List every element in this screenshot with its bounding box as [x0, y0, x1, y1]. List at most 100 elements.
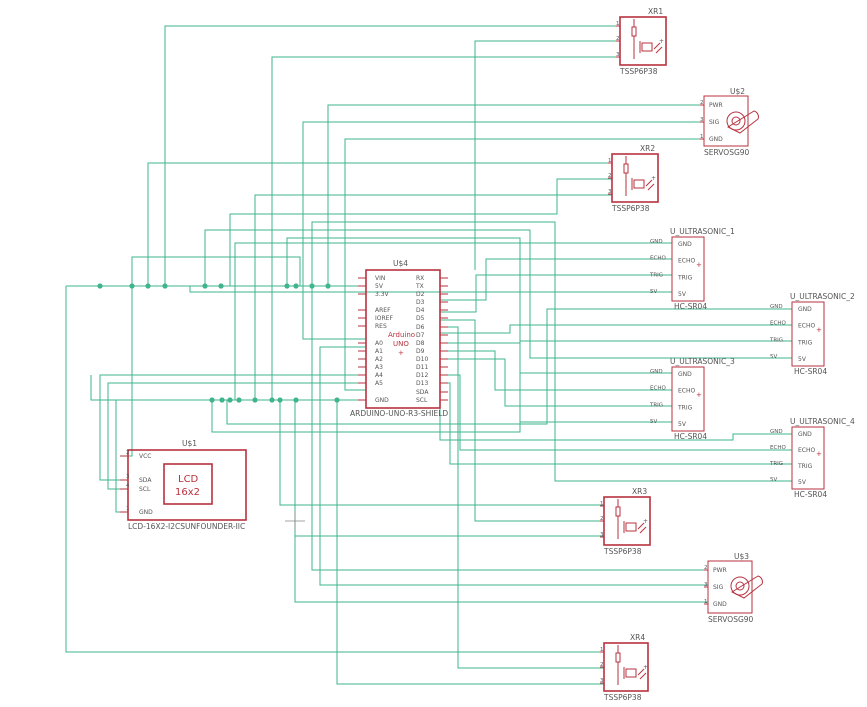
servo-pin-sig: SIG — [709, 119, 720, 126]
junction-dot — [129, 283, 135, 289]
ultrasonic-body — [671, 236, 705, 302]
ultrasonic-us2[interactable]: GNDGNDECHOECHOTRIGTRIG5V5V+U_ULTRASONIC_… — [769, 292, 855, 376]
lcd-pin-gnd: GND — [139, 509, 153, 516]
ultrasonic-name: U_ULTRASONIC_2 — [790, 292, 855, 301]
ultrasonic-value: HC-SR04 — [674, 302, 707, 311]
receiver-name: XR2 — [640, 144, 655, 153]
net-wires — [65, 25, 792, 685]
servo-pin-number: 2 — [704, 565, 708, 571]
ultrasonic-pin-echo: ECHO — [678, 258, 695, 265]
arduino-pin-a3: A3 — [375, 364, 383, 371]
servo-pin-number: 1 — [704, 599, 708, 605]
ultrasonic-sensors: GNDGNDECHOECHOTRIGTRIG5V5V+U_ULTRASONIC_… — [649, 227, 855, 499]
ultrasonic-value: HC-SR04 — [674, 432, 707, 441]
lcd-16x2-module[interactable]: LCD 16x2 U$1 LCD-16X2-I2CSUNFOUNDER-IIC … — [120, 439, 247, 531]
crosshair-cursor-icon — [285, 511, 305, 531]
ultrasonic-net-label: 5V — [650, 289, 657, 295]
servo-pin-number: 3 — [704, 582, 708, 588]
wire-us2-trig — [440, 340, 792, 344]
servo-pin-gnd: GND — [713, 601, 727, 608]
servo-horn-icon — [726, 110, 759, 134]
receiver-pin-number: 2 — [608, 173, 612, 179]
junction-dot — [145, 283, 151, 289]
servo-pin-pwr: PWR — [713, 567, 727, 574]
wire-us2-gnd — [226, 308, 792, 425]
svg-text:+: + — [659, 38, 664, 45]
arduino-uno-shield[interactable]: U$4 ARDUINO-UNO-R3-SHIELD Arduino UNO + … — [350, 259, 448, 418]
lcd-screen-line2: 16x2 — [175, 487, 200, 498]
arduino-pin-d7: D7 — [416, 332, 425, 339]
ultrasonic-value: HC-SR04 — [794, 490, 827, 499]
arduino-pin-d11: D11 — [416, 364, 428, 371]
arduino-pin-a0: A0 — [375, 340, 383, 347]
servo-axle — [735, 581, 745, 591]
arduino-pin-res: RES — [375, 323, 387, 330]
ultrasonic-net-label: 5V — [770, 477, 777, 483]
arduino-pin-d2: D2 — [416, 291, 425, 298]
servo-name: U$3 — [734, 552, 749, 561]
wire-us3-5v — [286, 237, 672, 423]
receiver-resistor — [615, 652, 621, 663]
receiver-pin-number: 3 — [608, 189, 612, 195]
arduino-pin-a5: A5 — [375, 380, 383, 387]
receiver-pin-number: 3 — [600, 678, 604, 684]
arduino-pin-a4: A4 — [375, 372, 383, 379]
junction-dot — [293, 397, 299, 403]
arduino-pin-d13: D13 — [416, 380, 428, 387]
wire-us4-5v — [311, 221, 792, 482]
ultrasonic-pin-5v: 5V — [678, 421, 687, 428]
wire-us2-5v — [204, 229, 792, 359]
receiver-pin-number: 3 — [600, 532, 604, 538]
wire-xr4-pin3 — [336, 400, 604, 685]
wire-lcd-vcc — [128, 256, 301, 457]
arduino-brand: Arduino — [388, 331, 415, 339]
arduino-pin-d10: D10 — [416, 356, 428, 363]
receiver-diode — [633, 179, 645, 189]
ultrasonic-us3[interactable]: GNDGNDECHOECHOTRIGTRIG5V5V+U_ULTRASONIC_… — [649, 357, 735, 441]
ultrasonic-us4[interactable]: GNDGNDECHOECHOTRIGTRIG5V5V+U_ULTRASONIC_… — [769, 417, 855, 499]
arduino-pin-ioref: IOREF — [375, 315, 393, 322]
arduino-brand-model: UNO — [393, 340, 409, 348]
svg-text:+: + — [651, 175, 656, 182]
servo-axle — [731, 116, 741, 126]
arduino-pin-sda: SDA — [416, 389, 429, 396]
ultrasonic-net-label: ECHO — [770, 321, 786, 327]
servo-pin-number: 1 — [700, 134, 704, 140]
arduino-pin-rx: RX — [416, 275, 424, 282]
arduino-pin-aref: AREF — [375, 307, 391, 314]
servo-pin-number: 2 — [700, 100, 704, 106]
lcd-pin-sda: SDA — [139, 477, 152, 484]
receiver-name: XR3 — [632, 487, 647, 496]
wire-xr4-pin2 — [440, 326, 604, 669]
lcd-pin-number: 4 — [126, 483, 130, 489]
servo-hub — [730, 576, 750, 596]
arduino-pin-vin: VIN — [375, 275, 385, 282]
ultrasonic-body — [671, 366, 705, 432]
junction-dot — [202, 283, 208, 289]
ultrasonic-us1[interactable]: GNDGNDECHOECHOTRIGTRIG5V5V+U_ULTRASONIC_… — [649, 227, 735, 311]
receiver-diode — [625, 668, 637, 678]
wire-u3-pwr — [311, 286, 708, 571]
arduino-pin-d6: D6 — [416, 324, 425, 331]
servo-pin-number: 3 — [700, 117, 704, 123]
ultrasonic-body — [791, 426, 825, 490]
arduino-pin-d3: D3 — [416, 299, 425, 306]
arduino-pin-d9: D9 — [416, 348, 425, 355]
wire-us1-trig — [440, 274, 672, 313]
receiver-pin-number: 2 — [600, 516, 604, 522]
junction-dot — [325, 283, 331, 289]
receiver-pin-number: 1 — [616, 21, 620, 27]
arduino-pin-d4: D4 — [416, 307, 425, 314]
ultrasonic-net-label: ECHO — [770, 445, 786, 451]
ultrasonic-pin-echo: ECHO — [678, 388, 695, 395]
receiver-resistor — [615, 506, 621, 517]
